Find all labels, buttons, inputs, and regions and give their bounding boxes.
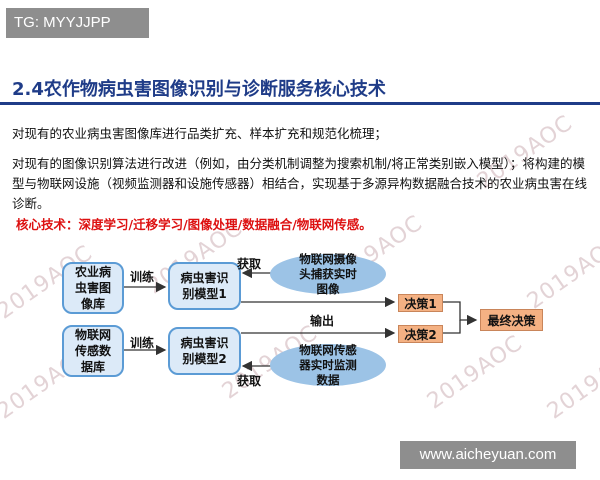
sensor-source-ellipse: 物联网传感器实时监测数据 <box>270 343 386 387</box>
camera-source-ellipse: 物联网摄像头捕获实时图像 <box>270 252 386 296</box>
arrow-decision2-final <box>443 320 461 334</box>
decision-1-box: 决策1 <box>398 294 443 312</box>
tag-label: TG: MYYJJPP <box>6 8 149 38</box>
core-technology: 核心技术：深度学习/迁移学习/图像处理/数据融合/物联网传感。 <box>16 217 372 232</box>
image-database-box: 农业病虫害图像库 <box>62 262 124 314</box>
acquire-label-1: 获取 <box>237 257 262 271</box>
recognition-model-2: 病虫害识别模型2 <box>168 327 241 375</box>
sensor-database-box: 物联网传感数据库 <box>62 325 124 377</box>
train-label-2: 训练 <box>130 336 155 350</box>
acquire-label-2: 获取 <box>237 374 262 388</box>
page-title: 2.4农作物病虫害图像识别与诊断服务核心技术 <box>12 79 386 100</box>
final-decision-box: 最终决策 <box>480 309 543 331</box>
title-underline <box>0 102 600 105</box>
title-bar: 2.4农作物病虫害图像识别与诊断服务核心技术 <box>0 74 600 105</box>
paragraph-2: 对现有的图像识别算法进行改进（例如，由分类机制调整为搜索机制/将正常类别嵌入模型… <box>12 156 588 211</box>
paragraph-1: 对现有的农业病虫害图像库进行品类扩充、样本扩充和规范化梳理； <box>12 126 388 141</box>
train-label-1: 训练 <box>130 270 155 284</box>
recognition-model-1: 病虫害识别模型1 <box>168 262 241 310</box>
footer-url: www.aicheyuan.com <box>400 441 576 469</box>
decision-2-box: 决策2 <box>398 325 443 343</box>
output-label: 输出 <box>310 314 335 328</box>
arrow-decision1-final <box>443 301 478 326</box>
